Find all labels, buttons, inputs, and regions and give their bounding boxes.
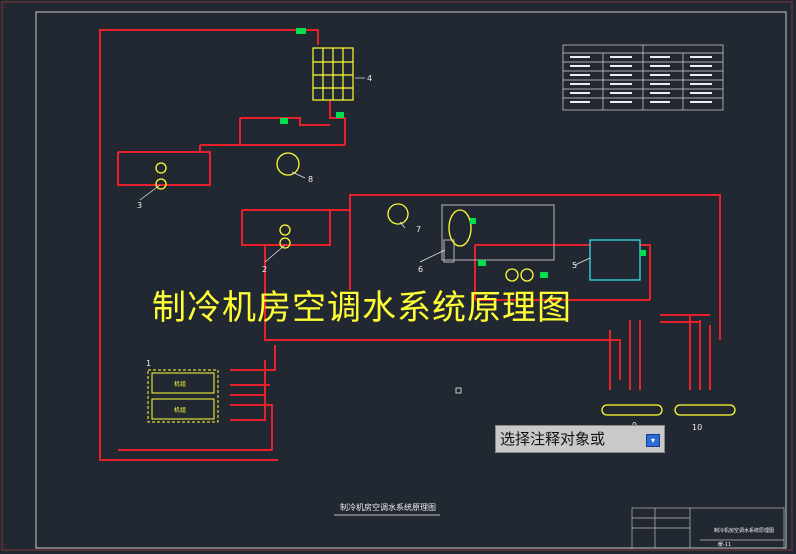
title-block-code: 暖-11: [718, 541, 731, 548]
label-8: 8: [308, 175, 313, 184]
valves: [280, 28, 646, 278]
label-4: 4: [367, 74, 372, 83]
label-5: 5: [572, 261, 577, 270]
label-2: 2: [262, 265, 267, 274]
command-prompt-text: 选择注释对象或: [500, 430, 606, 448]
title-block-name: 制冷机房空调水系统原理图: [714, 527, 774, 534]
chiller-units: [147, 369, 219, 423]
collector-headers: [601, 404, 736, 416]
bottom-drawing-title: 制冷机房空调水系统原理图: [340, 502, 436, 512]
pipe-network: [99, 29, 721, 461]
cursor-square: [455, 387, 462, 394]
chiller-unit-a: 机组: [174, 380, 186, 388]
softener-frame: [441, 204, 555, 263]
label-6: 6: [418, 265, 423, 274]
leader-lines: [139, 77, 591, 266]
legend-table: [562, 44, 724, 111]
cooling-tower: [312, 47, 354, 101]
plate-exchanger: [589, 239, 641, 281]
label-10: 10: [692, 423, 702, 432]
title-block: [631, 507, 785, 549]
legend-symbols: [570, 56, 712, 103]
drawing-main-title: 制冷机房空调水系统原理图: [152, 288, 572, 328]
command-tooltip[interactable]: 选择注释对象或 ▾: [495, 425, 665, 453]
label-3: 3: [137, 201, 142, 210]
dropdown-arrow-icon[interactable]: ▾: [646, 434, 660, 447]
label-1: 1: [146, 359, 151, 368]
chiller-unit-b: 机组: [174, 406, 186, 414]
equipment-circles: [155, 152, 534, 282]
inner-frame: [35, 11, 787, 549]
label-7: 7: [416, 225, 421, 234]
